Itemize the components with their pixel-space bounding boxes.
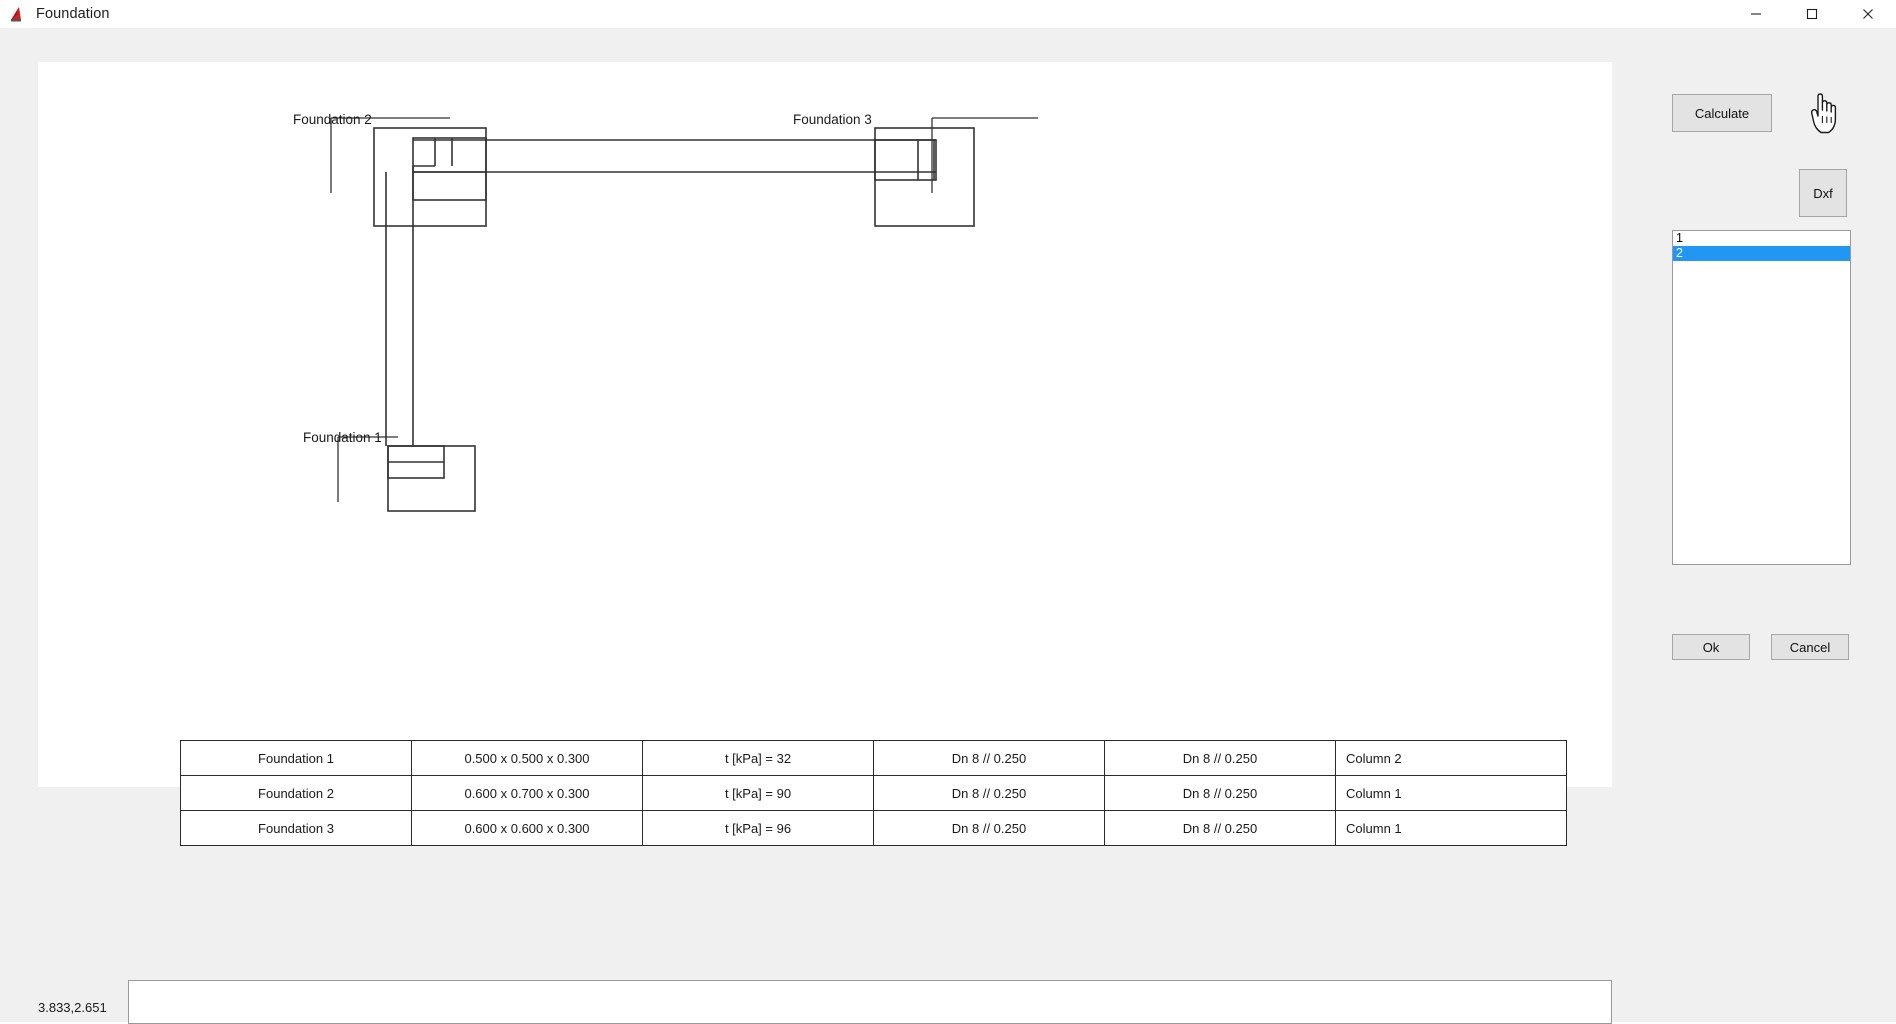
command-input[interactable]	[128, 980, 1612, 1024]
cell-dimensions: 0.600 x 0.700 x 0.300	[411, 775, 643, 811]
app-triangle-icon	[8, 4, 28, 24]
calculate-button[interactable]: Calculate	[1672, 94, 1772, 132]
cell-rebar-y: Dn 8 // 0.250	[1104, 810, 1336, 846]
ok-button[interactable]: Ok	[1672, 634, 1750, 660]
cell-soil-stress: t [kPa] = 90	[642, 775, 874, 811]
foundation-list-box[interactable]: 1 2	[1672, 230, 1851, 565]
table-row[interactable]: Foundation 1 0.500 x 0.500 x 0.300 t [kP…	[180, 740, 1567, 776]
cell-rebar-x: Dn 8 // 0.250	[873, 775, 1105, 811]
hand-pointer-cursor	[1802, 92, 1844, 136]
cell-column-ref: Column 1	[1335, 775, 1567, 811]
cell-soil-stress: t [kPa] = 32	[642, 740, 874, 776]
cell-column-ref: Column 2	[1335, 740, 1567, 776]
cursor-coordinates-readout: 3.833,2.651	[38, 1000, 107, 1015]
table-row[interactable]: Foundation 3 0.600 x 0.600 x 0.300 t [kP…	[180, 810, 1567, 846]
close-button[interactable]	[1840, 0, 1896, 28]
cell-rebar-y: Dn 8 // 0.250	[1104, 740, 1336, 776]
maximize-button[interactable]	[1784, 0, 1840, 28]
cell-dimensions: 0.600 x 0.600 x 0.300	[411, 810, 643, 846]
drawing-label-foundation-2: Foundation 2	[293, 112, 372, 127]
foundation-plan-drawing: Foundation 2 Foundation 3 Foundation 1	[293, 112, 1038, 512]
cell-rebar-x: Dn 8 // 0.250	[873, 810, 1105, 846]
cell-soil-stress: t [kPa] = 96	[642, 810, 874, 846]
cell-rebar-x: Dn 8 // 0.250	[873, 740, 1105, 776]
dxf-export-button[interactable]: Dxf	[1799, 169, 1847, 217]
drawing-label-foundation-1: Foundation 1	[303, 430, 382, 445]
foundation-results-table: Foundation 1 0.500 x 0.500 x 0.300 t [kP…	[180, 740, 1567, 846]
title-bar: Foundation	[0, 0, 1896, 28]
cell-foundation-name: Foundation 2	[180, 775, 412, 811]
cell-rebar-y: Dn 8 // 0.250	[1104, 775, 1336, 811]
drawing-canvas[interactable]: Foundation 2 Foundation 3 Foundation 1	[38, 62, 1612, 787]
cell-foundation-name: Foundation 1	[180, 740, 412, 776]
window-title: Foundation	[36, 6, 110, 22]
drawing-label-foundation-3: Foundation 3	[793, 112, 872, 127]
cell-dimensions: 0.500 x 0.500 x 0.300	[411, 740, 643, 776]
table-row[interactable]: Foundation 2 0.600 x 0.700 x 0.300 t [kP…	[180, 775, 1567, 811]
side-panel: Calculate Dxf 1 2 Ok Cancel	[1660, 62, 1880, 762]
list-item[interactable]: 2	[1673, 246, 1850, 261]
cancel-button[interactable]: Cancel	[1771, 634, 1849, 660]
cell-foundation-name: Foundation 3	[180, 810, 412, 846]
list-item[interactable]: 1	[1676, 231, 1683, 245]
cell-column-ref: Column 1	[1335, 810, 1567, 846]
application-body: Foundation 2 Foundation 3 Foundation 1 F…	[0, 28, 1896, 1024]
window-controls	[1728, 0, 1896, 28]
minimize-button[interactable]	[1728, 0, 1784, 28]
